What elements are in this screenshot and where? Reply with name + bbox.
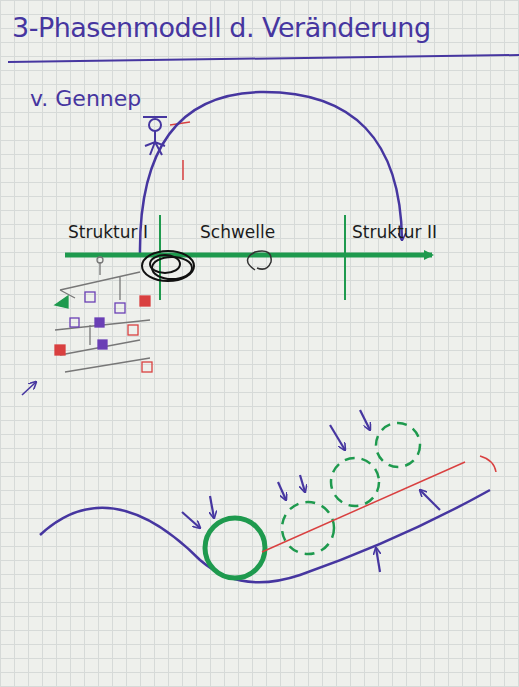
red-arrow [182,160,184,180]
mobile [55,257,150,372]
blue-arrow [22,382,36,395]
red-arrow [480,456,496,472]
stick-figure [143,117,167,155]
motion-line [262,462,465,552]
author-label: v. Gennep [30,86,141,111]
mobile-pieces [55,292,152,372]
spiral [142,251,194,281]
ball [205,518,265,578]
valley-curve [40,490,490,582]
phase-label: Schwelle [200,222,275,242]
phase-divider [159,215,161,300]
title: 3-Phasenmodell d. Veränderung [12,12,431,43]
force-arrows [182,410,440,572]
phase-label: Struktur II [352,222,437,242]
phase-label: Struktur I [68,222,148,242]
phase-divider [344,215,346,300]
title-underline [8,55,519,62]
spiral [248,251,272,270]
